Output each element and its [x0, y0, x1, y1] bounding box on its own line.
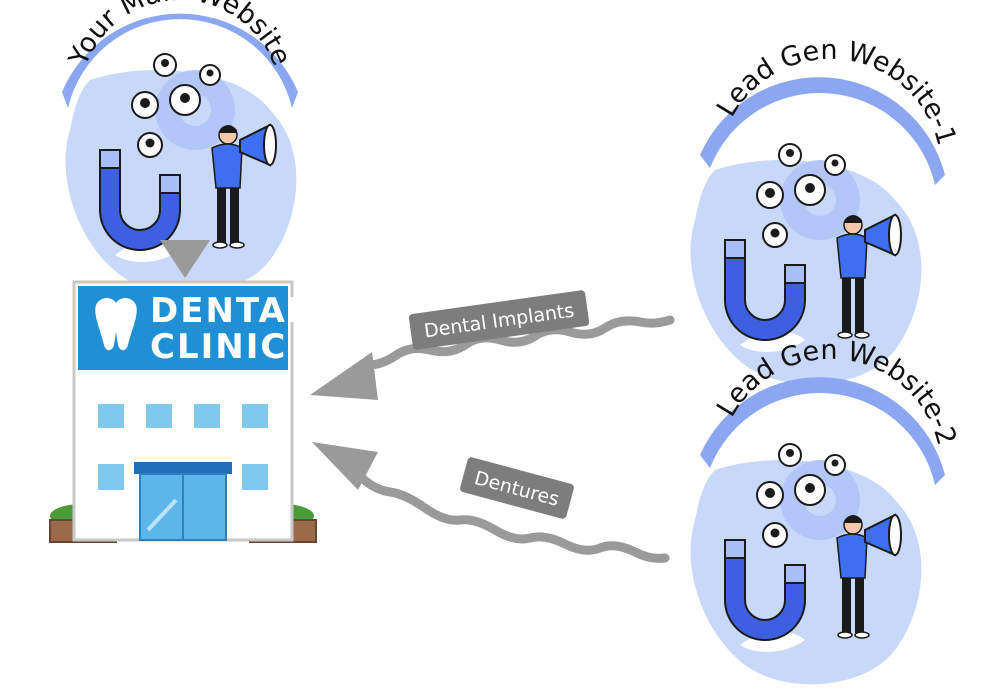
- marketing-illustration-icon: [689, 443, 923, 686]
- dental-clinic-building: DENTAL CLINIC: [49, 280, 317, 543]
- clinic-sign-line2: CLINIC: [150, 327, 287, 367]
- dentures-label-box: [460, 457, 574, 519]
- lead-gen-website-1-node: Lead Gen Website-1: [689, 35, 962, 386]
- main-website-label: Your Main Website: [63, 0, 297, 71]
- down-arrow: [160, 240, 210, 278]
- dentures-arrow-head: [312, 442, 378, 490]
- edge-dental-implants: Dental Implants: [310, 290, 675, 400]
- edge-dentures: Dentures: [312, 442, 670, 563]
- tooth-icon: [95, 297, 137, 351]
- lead-gen-2-banner: [700, 377, 945, 485]
- clinic-windows: [98, 404, 268, 490]
- implants-label-box: [408, 290, 590, 350]
- implants-arrow-shaft: [360, 315, 675, 370]
- clinic-sign-line1: DENTAL: [150, 291, 310, 331]
- lead-gen-1-banner: [700, 77, 945, 185]
- lead-gen-website-2-node: Lead Gen Website-2: [689, 335, 962, 686]
- dentures-arrow-shaft: [357, 473, 670, 563]
- door-canopy: [134, 462, 232, 474]
- implants-arrow-head: [310, 352, 378, 400]
